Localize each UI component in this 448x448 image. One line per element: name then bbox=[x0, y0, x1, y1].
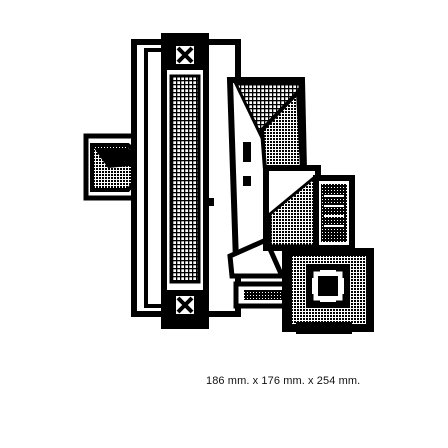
bottom-x-mark bbox=[176, 296, 194, 314]
top-x-mark bbox=[176, 46, 194, 64]
dimensions-caption: 186 mm. x 176 mm. x 254 mm. bbox=[206, 375, 361, 387]
central-column bbox=[161, 33, 214, 329]
knob-block bbox=[282, 248, 374, 334]
center-knob bbox=[206, 198, 214, 206]
right-upper-block bbox=[263, 165, 355, 251]
